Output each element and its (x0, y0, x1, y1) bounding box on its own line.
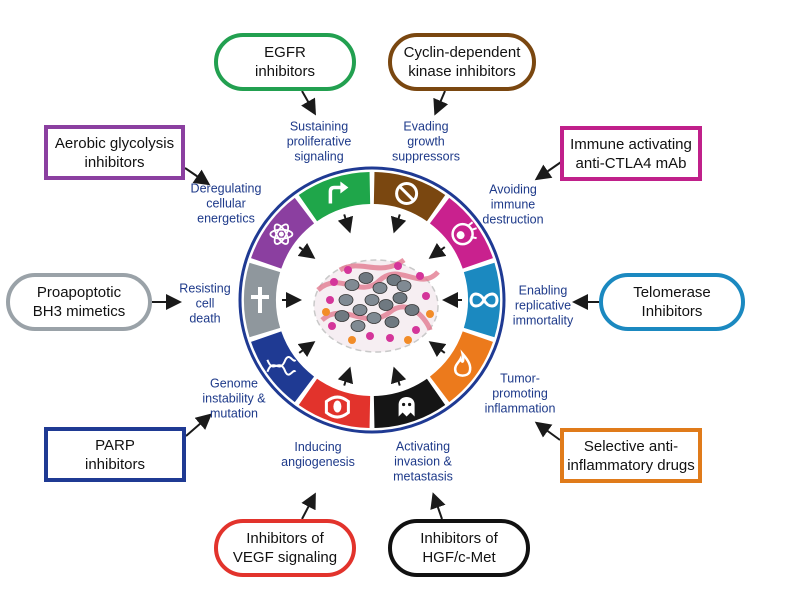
connector-hgf (430, 492, 446, 520)
immune-cell (422, 292, 430, 300)
immune-cell (348, 336, 356, 344)
hallmark-angiogenesis-label: Inducing angiogenesis (281, 440, 355, 469)
bh3-mimetics-label: Proapoptotic BH3 mimetics (32, 284, 126, 320)
tumor-cell (364, 294, 380, 306)
tumor-cell (352, 304, 368, 316)
hallmark-immune-label: Avoiding immune destruction (482, 182, 544, 227)
inner-arrow-inflammation (428, 341, 447, 358)
telomerase-inhibitors-box: Telomerase Inhibitors (599, 273, 745, 331)
immune-cell (322, 308, 330, 316)
inner-arrow-immune (428, 242, 447, 259)
egfr-inhibitors-label: EGFR inhibitors (254, 44, 316, 80)
tumor-cell (378, 299, 394, 311)
cdk-inhibitors-box: Cyclin-dependent kinase inhibitors (388, 33, 536, 91)
hallmark-growth-label: Evading growth suppressors (391, 119, 461, 164)
immune-cell (344, 266, 352, 274)
tumor-cell (338, 294, 354, 306)
tumor-cell (386, 274, 402, 286)
arrow-icon (328, 181, 349, 204)
telomerase-inhibitors-label: Telomerase Inhibitors (633, 284, 711, 320)
infinity-icon (469, 292, 499, 308)
immune-cell (426, 310, 434, 318)
connector-vegf (301, 492, 316, 520)
inner-arrow-angiogenesis (337, 366, 354, 386)
prohibited-icon (395, 181, 419, 205)
connector-parp (185, 413, 213, 437)
immune-cell (412, 326, 420, 334)
inner-arrow-invasion (390, 366, 407, 386)
tumor-cell (372, 282, 388, 294)
hallmark-celldeath-label: Resisting cell death (179, 281, 231, 326)
vessel-icon (324, 395, 350, 419)
inner-arrow-genome (297, 341, 316, 358)
connector-ctla4 (534, 159, 565, 181)
hallmark-energetics-label: Deregulating cellular energetics (190, 181, 262, 226)
hallmark-proliferative-label: Sustaining proliferative signaling (286, 119, 352, 164)
vegf-inhibitors-label: Inhibitors of VEGF signaling (232, 530, 338, 566)
immune-cell (328, 322, 336, 330)
vegf-inhibitors-box: Inhibitors of VEGF signaling (214, 519, 356, 577)
immune-cell (416, 272, 424, 280)
tumor-cell (334, 310, 350, 322)
connector-cdk (433, 90, 449, 116)
hallmark-replicative-label: Enabling replicative immortality (512, 283, 574, 328)
segment-proliferative (298, 172, 371, 222)
segment-inflammation (429, 331, 493, 403)
segment-replicative (463, 262, 500, 338)
immune-cell (326, 296, 334, 304)
tumor-cell (396, 280, 412, 292)
tumor-cell (344, 279, 360, 291)
egfr-inhibitors-box: EGFR inhibitors (214, 33, 356, 91)
hgf-cmet-inhibitors-label: Inhibitors of HGF/c-Met (420, 530, 498, 566)
connector-antiinflam (534, 421, 561, 441)
tumor-cell (366, 312, 382, 324)
immune-cell (386, 334, 394, 342)
cross-icon (251, 287, 269, 313)
hallmark-genome-label: Genome instability & mutation (202, 376, 266, 421)
tumor-cluster (313, 257, 440, 353)
hallmark-invasion-label: Activating invasion & metastasis (393, 439, 453, 484)
parp-inhibitors-box: PARP inhibitors (44, 427, 186, 482)
glycolysis-inhibitors-box: Aerobic glycolysis inhibitors (44, 125, 185, 180)
parp-inhibitors-label: PARP inhibitors (84, 436, 146, 473)
tumor-cell (392, 292, 408, 304)
connector-arrows (152, 90, 599, 520)
ring-outline (238, 166, 506, 434)
glycolysis-inhibitors-label: Aerobic glycolysis inhibitors (54, 134, 175, 171)
atom-icon (269, 223, 294, 245)
immune-cell (404, 336, 412, 344)
inner-arrow-proliferative (337, 214, 354, 234)
tumor-cell (358, 272, 374, 284)
tumor-cell (350, 320, 366, 332)
hallmark-ring (238, 166, 506, 434)
ctla4-label: Immune activating anti-CTLA4 mAb (570, 135, 692, 172)
anti-inflammatory-label: Selective anti- inflammatory drugs (567, 437, 695, 474)
flame-icon (453, 349, 472, 377)
immune-cell (394, 262, 402, 270)
bh3-mimetics-box: Proapoptotic BH3 mimetics (6, 273, 152, 331)
dna-icon (266, 356, 297, 376)
inner-arrow-energetics (297, 242, 316, 259)
ctla4-box: Immune activating anti-CTLA4 mAb (560, 126, 702, 181)
ghost-cell-icon (398, 397, 415, 417)
segment-celldeath (244, 262, 281, 338)
anti-inflammatory-box: Selective anti- inflammatory drugs (560, 428, 702, 483)
immune-cell (366, 332, 374, 340)
connector-glycolysis (184, 167, 211, 186)
hgf-cmet-inhibitors-box: Inhibitors of HGF/c-Met (388, 519, 530, 577)
tumor-cell (384, 316, 400, 328)
inner-arrows (282, 214, 462, 386)
connector-egfr (301, 90, 316, 116)
tumor-cell (404, 304, 420, 316)
hallmark-inflammation-label: Tumor- promoting inflammation (484, 371, 556, 416)
immune-cell-icon (451, 221, 477, 246)
immune-cell (330, 278, 338, 286)
inner-arrow-growth (390, 214, 407, 234)
cdk-inhibitors-label: Cyclin-dependent kinase inhibitors (403, 44, 521, 80)
